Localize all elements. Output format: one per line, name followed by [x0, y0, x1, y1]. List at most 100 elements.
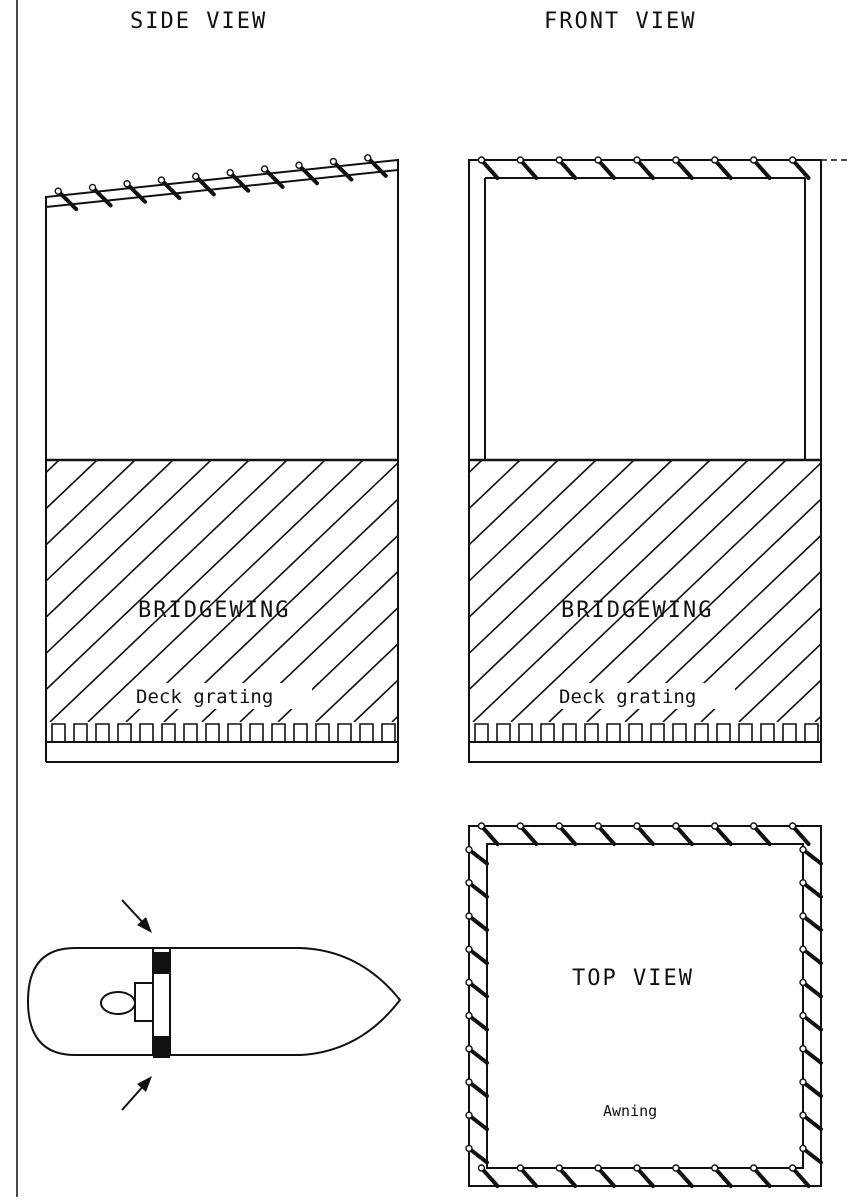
lacing-eyelet: [465, 1078, 473, 1086]
lacing-mark: [467, 1146, 489, 1165]
hatch-line: [469, 460, 559, 546]
hatch-line: [662, 570, 821, 722]
hatch-line: [469, 460, 483, 474]
lacing-mark: [479, 824, 500, 846]
hatch-line: [430, 460, 705, 722]
lacing-eyelet: [594, 156, 602, 164]
lacing-eyelet: [477, 156, 486, 164]
lacing-mark: [801, 947, 823, 966]
lacing-eyelet: [465, 1144, 473, 1153]
lacing-mark: [262, 166, 285, 189]
hatch-line: [46, 460, 212, 619]
lacing-mark: [801, 1013, 823, 1032]
lacing-mark: [712, 824, 733, 846]
hatch-line: [700, 606, 821, 722]
side-deck-grating: [51, 723, 396, 742]
lacing-eyelet: [799, 879, 807, 887]
lacing-mark: [801, 847, 823, 866]
lacing-mark: [331, 159, 354, 182]
grating-bar: [606, 723, 621, 742]
lacing-mark: [673, 824, 694, 846]
top-view-outer-frame: [468, 825, 822, 1187]
side-awning-lacing: [54, 154, 388, 212]
side-deck-grating-label: Deck grating: [136, 686, 273, 708]
grating-bar: [628, 723, 643, 742]
lacing-mark: [297, 163, 319, 186]
lacing-eyelet: [633, 822, 641, 830]
lacing-eyelet: [799, 845, 807, 854]
hatch-line: [469, 460, 635, 619]
lacing-eyelet: [465, 845, 473, 854]
grating-bar: [51, 723, 66, 742]
lacing-eyelet: [295, 161, 303, 169]
lacing-mark: [557, 824, 578, 846]
hatch-line: [469, 460, 521, 510]
front-bridgewing-label: BRIDGEWING: [561, 598, 713, 623]
hatch-line: [46, 460, 174, 583]
lacing-eyelet: [799, 1045, 807, 1053]
grating-bar: [540, 723, 555, 742]
grating-bar: [804, 723, 819, 742]
lacing-eyelet: [260, 165, 269, 173]
lacing-eyelet: [516, 156, 525, 164]
lacing-mark: [557, 1166, 578, 1188]
front-deck-grating: [474, 723, 819, 742]
lacing-mark: [467, 847, 489, 866]
lacing-eyelet: [799, 1111, 807, 1119]
lacing-eyelet: [465, 978, 473, 987]
grating-bar: [584, 723, 599, 742]
lacing-mark: [228, 170, 251, 193]
lacing-eyelet: [477, 1164, 486, 1172]
hatch-line: [46, 460, 288, 691]
hatch-line: [125, 461, 398, 722]
side-bridgewing-label: BRIDGEWING: [138, 598, 290, 623]
hatch-line: [163, 498, 398, 722]
grating-bar: [227, 723, 242, 742]
grating-bar: [716, 723, 731, 742]
grating-bar: [73, 723, 88, 742]
grating-bar: [496, 723, 511, 742]
grating-bar: [95, 723, 110, 742]
lacing-eyelet: [749, 822, 758, 830]
lacing-mark: [801, 1113, 823, 1132]
lacing-mark: [801, 1046, 823, 1065]
lacing-mark: [751, 158, 772, 180]
lacing-mark: [673, 158, 694, 180]
grating-bar: [271, 723, 286, 742]
grating-bar: [161, 723, 176, 742]
lacing-mark: [193, 174, 216, 197]
lacing-mark: [467, 1080, 489, 1098]
lacing-eyelet: [672, 1164, 680, 1172]
lacing-mark: [790, 158, 811, 180]
arrow-icon: [121, 899, 152, 933]
lacing-mark: [365, 155, 388, 178]
lacing-eyelet: [749, 1164, 758, 1172]
hatch-line: [353, 678, 398, 722]
lacing-mark: [467, 914, 489, 932]
hatch-line: [586, 498, 821, 722]
hatch-line: [776, 678, 821, 722]
front-deck-grating-label: Deck grating: [559, 686, 696, 708]
lacing-eyelet: [88, 183, 97, 192]
lacing-eyelet: [54, 187, 62, 195]
hatch-line: [469, 460, 711, 691]
grating-bar: [518, 723, 533, 742]
ship-plan-key: [26, 899, 402, 1111]
lacing-mark: [557, 158, 578, 180]
lacing-mark: [801, 914, 823, 932]
lacing-mark: [596, 1166, 617, 1188]
lacing-eyelet: [594, 1164, 602, 1172]
ship-hull-outline: [26, 947, 402, 1056]
lacing-mark: [125, 181, 147, 204]
lacing-eyelet: [555, 1164, 563, 1172]
side-hatch: [46, 460, 705, 722]
lacing-eyelet: [465, 945, 473, 953]
front-view: BRIDGEWING Deck grating: [468, 156, 851, 763]
top-view: TOP VIEW Awning: [465, 822, 823, 1188]
grating-bar: [359, 723, 374, 742]
lacing-eyelet: [516, 1164, 525, 1172]
front-view-title: FRONT VIEW: [544, 9, 696, 34]
lacing-eyelet: [749, 156, 758, 164]
lacing-mark: [801, 1146, 823, 1165]
